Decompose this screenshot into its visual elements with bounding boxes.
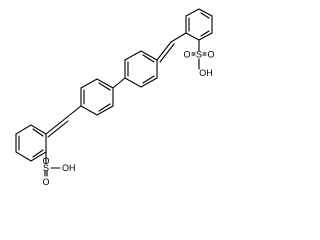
bottom-vinylene-linker	[45, 105, 82, 138]
top-phenyl-double-bond-2	[200, 30, 210, 37]
top-vinyl-double-bond-b	[159, 43, 175, 63]
bottom-oxygen-top-label: O	[42, 156, 49, 166]
structure-svg: S O O OH	[15, 8, 215, 187]
upper-biphenyl-hexagon	[124, 50, 158, 88]
top-ring-to-vinyl-bond	[170, 32, 187, 43]
bottom-oxygen-bottom-label: O	[42, 177, 49, 187]
bottom-ring-to-vinyl-bond	[65, 105, 82, 119]
bottom-hydroxyl-label: OH	[62, 163, 76, 173]
structure-diagram: S O O OH	[15, 8, 215, 187]
top-phenyl-hexagon	[185, 8, 213, 41]
lower-biphenyl-ring	[80, 78, 114, 116]
upper-biphenyl-double-bond-2	[142, 75, 155, 84]
top-vinylene-linker	[156, 32, 187, 63]
top-vinyl-double-bond-a	[156, 41, 172, 61]
top-phenyl-double-bond-1	[200, 12, 210, 19]
upper-biphenyl-ring	[124, 50, 158, 88]
bottom-sulfonic-acid-group: S O O OH	[42, 151, 76, 187]
top-oxygen-right-label: O	[207, 50, 214, 60]
top-sulfonic-acid-group: S O O OH	[183, 39, 215, 78]
upper-biphenyl-double-bond-1	[142, 54, 155, 63]
top-sulfur-label: S	[196, 50, 202, 60]
bottom-vinyl-double-bond-a	[45, 117, 67, 135]
top-phenyl-ring	[185, 8, 213, 41]
lower-biphenyl-double-bond-2	[98, 103, 111, 112]
biaryl-bond	[112, 77, 126, 89]
top-hydroxyl-label: OH	[199, 68, 213, 78]
lower-biphenyl-double-bond-1	[98, 82, 111, 91]
bottom-phenyl-double-bond-2	[32, 149, 44, 158]
bottom-vinyl-double-bond-b	[47, 120, 69, 138]
bottom-sulfur-label: S	[43, 163, 49, 173]
lower-biphenyl-hexagon	[80, 78, 114, 116]
bottom-phenyl-double-bond-1	[32, 128, 44, 137]
top-oxygen-left-label: O	[183, 50, 190, 60]
